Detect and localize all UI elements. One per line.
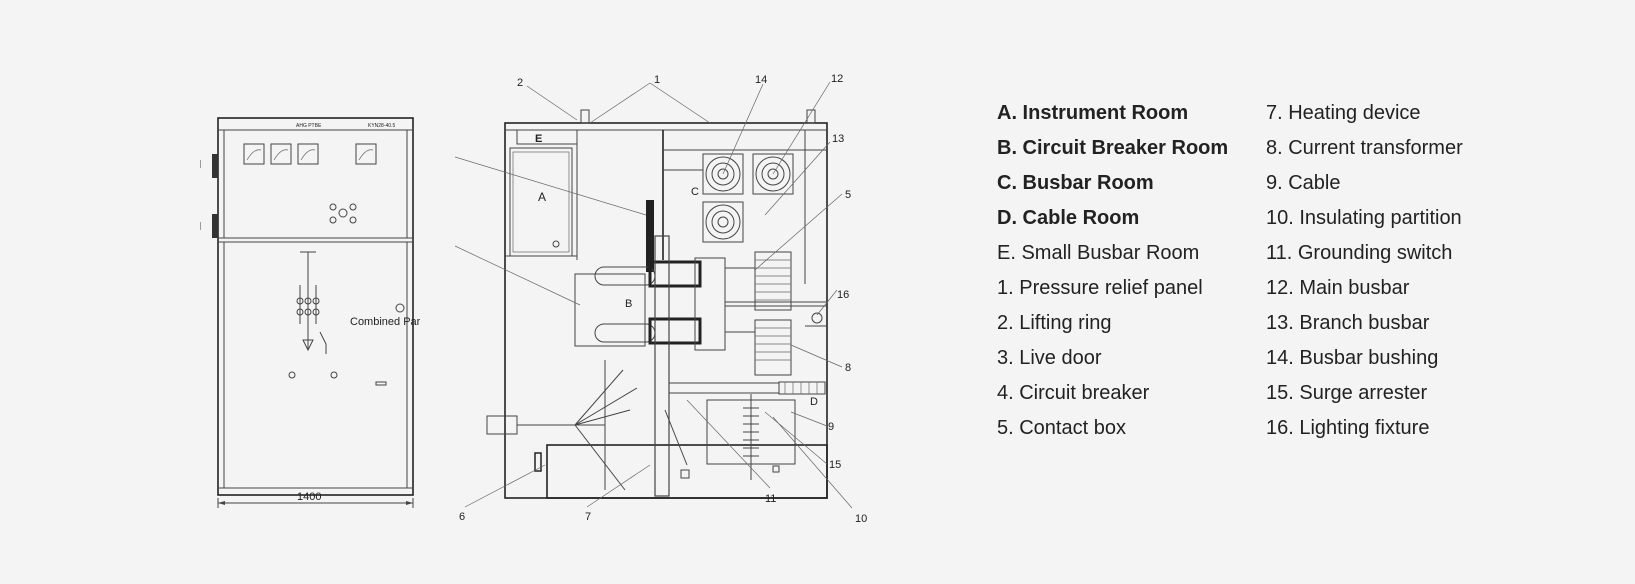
side-section-drawing: E A B C [455, 73, 867, 525]
callout-14: 14 [755, 74, 767, 86]
meter-1-icon [243, 143, 265, 165]
callout-5: 5 [845, 189, 851, 201]
legend-item: 8. Current transformer [1266, 137, 1463, 159]
legend-item: 12. Main busbar [1266, 277, 1410, 299]
legend-item: 5. Contact box [997, 417, 1126, 439]
cable-terminal [778, 381, 826, 395]
callout-6: 6 [459, 511, 465, 523]
combined-part-label: Combined Part [350, 316, 420, 328]
callout-9: 9 [828, 421, 834, 433]
callout-13: 13 [832, 133, 844, 145]
legend-item: 16. Lighting fixture [1266, 417, 1430, 439]
callout-8: 8 [845, 362, 851, 374]
front-header-left: AHG PTBE [296, 123, 322, 129]
legend-column-parts: 7. Heating device 8. Current transformer… [1266, 102, 1463, 452]
upper-hinge-icon [212, 154, 218, 178]
width-dimension-label: 1400 [297, 491, 321, 503]
callout-11: 11 [765, 493, 776, 505]
legend-item: E. Small Busbar Room [997, 242, 1200, 264]
legend-column-rooms: A. Instrument Room B. Circuit Breaker Ro… [997, 102, 1228, 452]
legend-item: 10. Insulating partition [1266, 207, 1462, 229]
legend-item: 15. Surge arrester [1266, 382, 1428, 404]
meter-3-icon [297, 143, 319, 165]
legend-item: A. Instrument Room [997, 102, 1189, 124]
room-label-c: C [691, 186, 699, 198]
front-cabinet-outline [217, 117, 414, 496]
room-label-e: E [535, 133, 542, 145]
legend-item: 3. Live door [997, 347, 1102, 369]
legend-item: 11. Grounding switch [1266, 242, 1453, 264]
current-transformer [754, 319, 792, 376]
callout-7: 7 [585, 511, 591, 523]
room-label-d: D [810, 396, 818, 408]
legend-item: 2. Lifting ring [997, 312, 1112, 334]
legend-item: C. Busbar Room [997, 172, 1154, 194]
callout-15: 15 [829, 459, 841, 471]
lifting-ring-left-icon [580, 109, 590, 124]
callout-2: 2 [517, 77, 523, 89]
callout-leaders [455, 81, 853, 509]
contact-box [754, 251, 792, 311]
callout-10: 10 [855, 513, 867, 525]
lighting-fixture-icon [811, 312, 823, 324]
front-header-right: KYN28-40.5 [368, 123, 395, 129]
selector-knob-icon [338, 208, 348, 218]
room-label-a: A [538, 190, 546, 204]
busbar-bushings [702, 153, 794, 243]
legend-item: 7. Heating device [1266, 102, 1421, 124]
front-view-drawing: AHG PTBE KYN28-40.5 Combined Part 1400 [200, 117, 420, 508]
heating-device-icon [534, 452, 542, 472]
lower-hinge-icon [212, 214, 218, 238]
legend-item: 9. Cable [1266, 172, 1341, 194]
legend-item: 13. Branch busbar [1266, 312, 1430, 334]
legend-item: B. Circuit Breaker Room [997, 137, 1229, 159]
legend-item: 1. Pressure relief panel [997, 277, 1203, 299]
live-door-panel [646, 200, 654, 272]
mimic-diagram [296, 251, 327, 354]
meter-4-icon [355, 143, 377, 165]
legend-item: 4. Circuit breaker [997, 382, 1150, 404]
legend-item: 14. Busbar bushing [1266, 347, 1439, 369]
circuit-breaker-contacts [594, 257, 726, 351]
callout-1: 1 [654, 74, 660, 86]
room-label-b: B [625, 298, 632, 310]
lifting-ring-right-icon [806, 109, 816, 124]
callout-12: 12 [831, 73, 843, 85]
legend-item: D. Cable Room [997, 207, 1140, 229]
surge-arrester [743, 394, 759, 480]
breaker-truck-box [574, 273, 646, 347]
meter-2-icon [270, 143, 292, 165]
callout-16: 16 [837, 289, 849, 301]
